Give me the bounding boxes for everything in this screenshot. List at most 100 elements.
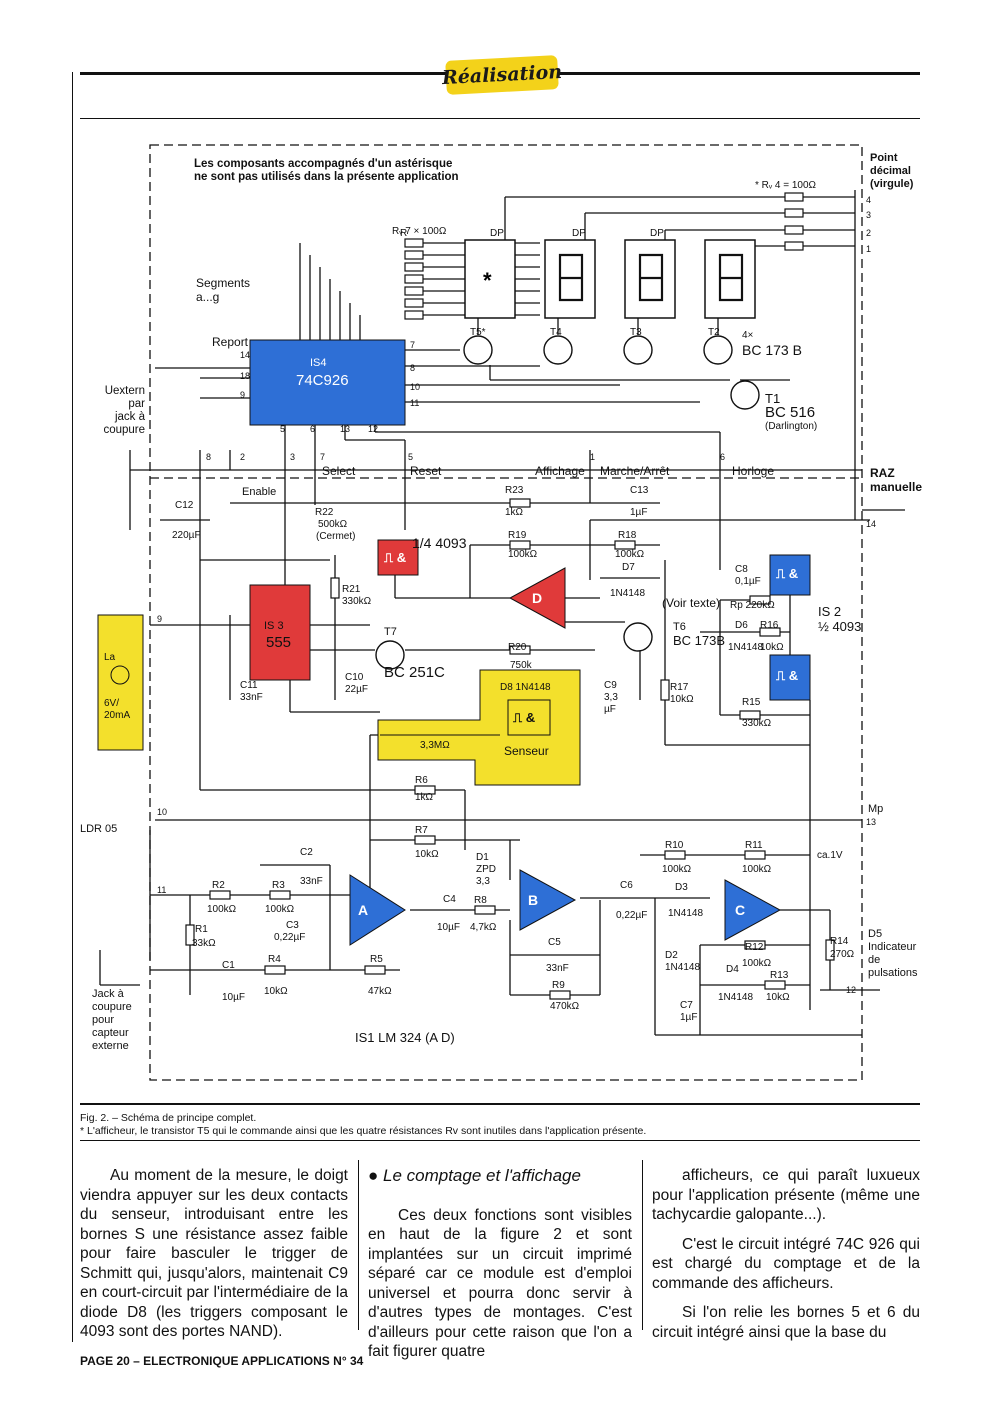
- svg-text:T4: T4: [550, 327, 562, 338]
- svg-text:13: 13: [340, 424, 350, 434]
- svg-text:R9: R9: [552, 980, 565, 991]
- svg-text:14: 14: [866, 519, 876, 529]
- svg-text:11: 11: [410, 398, 419, 408]
- svg-text:C: C: [735, 902, 745, 918]
- svg-text:C1: C1: [222, 960, 235, 971]
- svg-text:R3: R3: [272, 880, 285, 891]
- svg-text:R10: R10: [665, 840, 684, 851]
- svg-text:1N4148: 1N4148: [668, 908, 703, 919]
- col2-paragraph-1: Ces deux fonctions sont visibles en haut…: [368, 1206, 632, 1361]
- figure-caption: Fig. 2. – Schéma de principe complet. * …: [80, 1112, 920, 1138]
- svg-text:3: 3: [866, 210, 871, 220]
- bus-label-reset: Reset: [410, 464, 442, 478]
- svg-text:D: D: [532, 590, 542, 606]
- svg-text:1N4148: 1N4148: [728, 642, 763, 653]
- svg-text:1: 1: [866, 244, 871, 254]
- svg-text:R23: R23: [505, 485, 524, 496]
- caption-rule-top: [80, 1103, 920, 1105]
- svg-text:220µF: 220µF: [172, 530, 201, 541]
- svg-text:10: 10: [157, 807, 167, 817]
- svg-text:3: 3: [290, 452, 295, 462]
- svg-text:DP: DP: [490, 228, 504, 239]
- svg-text:0,22µF: 0,22µF: [616, 910, 647, 921]
- senseur-label: Senseur: [504, 744, 549, 758]
- svg-text:330kΩ: 330kΩ: [742, 718, 772, 729]
- svg-text:C10: C10: [345, 672, 364, 683]
- svg-text:100kΩ: 100kΩ: [742, 864, 772, 875]
- svg-text:C2: C2: [300, 847, 313, 858]
- point-decimal-label: Point décimal (virgule): [870, 152, 914, 190]
- svg-text:⎍ &: ⎍ &: [776, 566, 798, 581]
- svg-text:*: *: [483, 268, 492, 293]
- svg-text:4: 4: [866, 195, 871, 205]
- svg-text:R17: R17: [670, 682, 689, 693]
- svg-text:DP: DP: [572, 228, 586, 239]
- ic4-type: 74C926: [296, 372, 349, 389]
- svg-text:C7: C7: [680, 1000, 693, 1011]
- svg-text:330kΩ: 330kΩ: [342, 596, 372, 607]
- ldr-label: LDR 05: [80, 823, 118, 835]
- svg-text:100kΩ: 100kΩ: [508, 549, 538, 560]
- header-rule-left: [80, 72, 450, 75]
- svg-text:0,22µF: 0,22µF: [274, 932, 305, 943]
- svg-text:33nF: 33nF: [546, 963, 569, 974]
- ic3-name: IS 3: [264, 620, 284, 632]
- svg-text:C13: C13: [630, 485, 649, 496]
- svg-text:9: 9: [240, 390, 245, 400]
- svg-text:8: 8: [410, 363, 415, 373]
- svg-text:470kΩ: 470kΩ: [550, 1001, 580, 1012]
- svg-text:R: R: [400, 228, 407, 239]
- svg-text:T3: T3: [630, 327, 642, 338]
- svg-text:10: 10: [410, 382, 420, 392]
- bus-label-horloge: Horloge: [732, 464, 775, 478]
- svg-text:A: A: [358, 902, 368, 918]
- t7-label: T7 BC 251C: [384, 626, 445, 681]
- column-3: afficheurs, ce qui paraît luxueux pour l…: [652, 1166, 920, 1352]
- svg-text:3,3MΩ: 3,3MΩ: [420, 740, 450, 751]
- svg-text:33nF: 33nF: [240, 692, 263, 703]
- svg-text:10kΩ: 10kΩ: [766, 992, 790, 1003]
- svg-text:C6: C6: [620, 880, 633, 891]
- svg-text:47kΩ: 47kΩ: [368, 986, 392, 997]
- svg-text:(Cermet): (Cermet): [316, 531, 355, 542]
- svg-text:100kΩ: 100kΩ: [615, 549, 645, 560]
- svg-text:Report: Report: [212, 335, 249, 349]
- note-line-2: ne sont pas utilisés dans la présente ap…: [194, 171, 459, 183]
- ic3-type: 555: [266, 634, 292, 651]
- svg-text:18: 18: [240, 371, 250, 381]
- bus-label-select: Select: [322, 464, 356, 478]
- t2-label: 4× BC 173 B: [742, 330, 802, 358]
- svg-text:C12: C12: [175, 500, 194, 511]
- svg-text:R15: R15: [742, 697, 761, 708]
- svg-text:C11: C11: [240, 680, 258, 691]
- svg-text:100kΩ: 100kΩ: [742, 958, 772, 969]
- segments-label: Segments a...g: [196, 276, 251, 304]
- svg-text:R18: R18: [618, 530, 637, 541]
- svg-text:D3: D3: [675, 882, 688, 893]
- svg-text:⎍ &: ⎍ &: [513, 710, 535, 725]
- lamp-label: La 6V/ 20mA: [104, 652, 131, 721]
- bus-label-marche-arret: Marche/Arrêt: [600, 464, 670, 478]
- col3-paragraph-1: afficheurs, ce qui paraît luxueux pour l…: [652, 1167, 920, 1223]
- svg-text:2: 2: [866, 228, 871, 238]
- ca1v-label: ca.1V: [817, 850, 843, 861]
- svg-text:12: 12: [368, 424, 378, 434]
- svg-text:1kΩ: 1kΩ: [415, 792, 434, 803]
- rv4-label: * Rᵥ 4 = 100Ω: [755, 180, 817, 191]
- voir-texte-label: (Voir texte): [662, 596, 721, 610]
- page-footer: PAGE 20 – ELECTRONIQUE APPLICATIONS N° 3…: [80, 1354, 364, 1368]
- svg-text:R8: R8: [474, 895, 487, 906]
- mp-label: Mp: [868, 803, 884, 815]
- enable-label: Enable: [242, 486, 277, 498]
- svg-text:D6: D6: [735, 620, 748, 631]
- svg-text:5: 5: [408, 452, 413, 462]
- svg-text:3,3: 3,3: [476, 876, 490, 887]
- svg-text:1kΩ: 1kΩ: [505, 507, 524, 518]
- svg-text:100kΩ: 100kΩ: [207, 904, 237, 915]
- svg-text:C5: C5: [548, 937, 561, 948]
- column-2: ● Le comptage et l'affichage Ces deux fo…: [368, 1166, 632, 1372]
- svg-text:D8 1N4148: D8 1N4148: [500, 682, 551, 693]
- svg-text:D1: D1: [476, 852, 489, 863]
- svg-text:1: 1: [590, 452, 595, 462]
- caption-rule-bottom: [80, 1140, 920, 1141]
